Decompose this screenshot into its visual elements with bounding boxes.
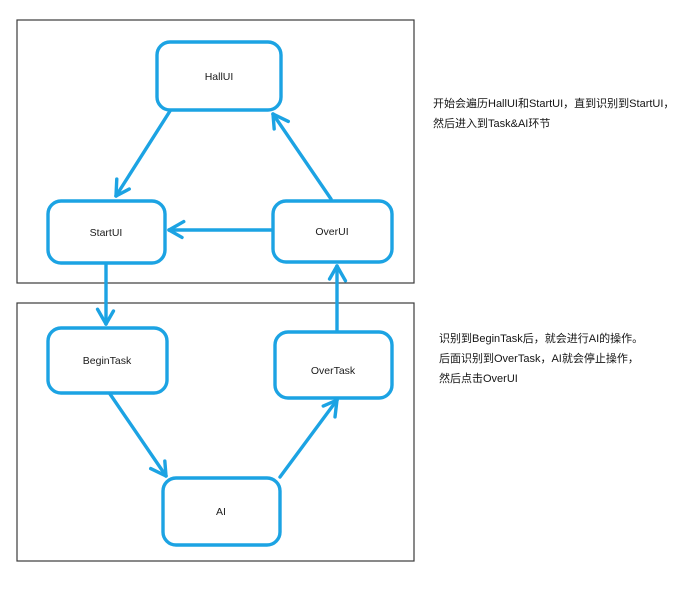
node-ai-shape[interactable] — [161, 476, 282, 547]
edge-overtask-overui — [327, 264, 348, 333]
edge-ai-overtask — [278, 398, 339, 479]
node-ai-label: AI — [216, 506, 226, 518]
node-overui-shape[interactable] — [271, 199, 394, 264]
annotation-task-flow: 识别到BeginTask后，就会进行AI的操作。 后面识别到OverTask，A… — [439, 333, 644, 385]
edge-overui-startui — [167, 219, 274, 240]
node-begintask-shape[interactable] — [46, 326, 169, 395]
edge-begintask-ai-arrowhead — [163, 459, 168, 478]
node-overtask-shape[interactable] — [273, 330, 394, 400]
edge-ai-overtask-arrowhead — [333, 398, 339, 419]
annotation-ui-flow: 开始会遍历HallUI和StartUI，直到识别到StartUI， 然后进入到T… — [433, 98, 675, 130]
node-startui[interactable]: StartUI — [46, 199, 167, 265]
edge-hallui-startui-arrowhead — [114, 177, 119, 198]
node-overtask-label: OverTask — [311, 365, 356, 377]
edge-begintask-ai-line — [108, 392, 168, 478]
edge-overui-hallui-arrowhead — [271, 112, 290, 124]
edge-overui-hallui-line — [271, 112, 333, 201]
ui-layer-group-border — [16, 19, 415, 284]
node-hallui-shape[interactable] — [155, 40, 283, 112]
edge-hallui-startui — [114, 109, 172, 198]
edge-overui-hallui — [271, 112, 333, 201]
group-containers — [16, 19, 415, 562]
task-ai-layer-group-border — [16, 302, 415, 562]
node-hallui-label: HallUI — [205, 71, 234, 83]
edge-ai-overtask-arrowhead — [321, 398, 339, 408]
edge-overui-startui-arrowhead — [167, 228, 184, 240]
edge-layer — [95, 109, 348, 479]
node-begintask-label: BeginTask — [83, 355, 132, 367]
node-startui-shape[interactable] — [46, 199, 167, 265]
edge-overtask-overui-arrowhead — [335, 264, 348, 283]
edge-overtask-overui-arrowhead — [327, 264, 339, 281]
edge-hallui-startui-line — [114, 109, 172, 198]
node-hallui[interactable]: HallUI — [155, 40, 283, 112]
node-startui-label: StartUI — [90, 227, 123, 239]
edge-begintask-ai-arrowhead — [149, 466, 168, 478]
edge-startui-begintask — [95, 262, 116, 326]
node-begintask[interactable]: BeginTask — [46, 326, 169, 395]
edge-ai-overtask-line — [278, 398, 339, 479]
edge-overui-startui-arrowhead — [167, 219, 186, 232]
edge-overui-hallui-arrowhead — [271, 112, 276, 131]
edge-begintask-ai — [108, 392, 168, 478]
edge-startui-begintask-arrowhead — [95, 307, 108, 326]
node-ai[interactable]: AI — [161, 476, 282, 547]
node-overui-label: OverUI — [315, 226, 348, 238]
node-overtask[interactable]: OverTask — [273, 330, 394, 400]
edge-hallui-startui-arrowhead — [114, 187, 131, 198]
edge-startui-begintask-arrowhead — [104, 309, 116, 326]
node-overui[interactable]: OverUI — [271, 199, 394, 264]
